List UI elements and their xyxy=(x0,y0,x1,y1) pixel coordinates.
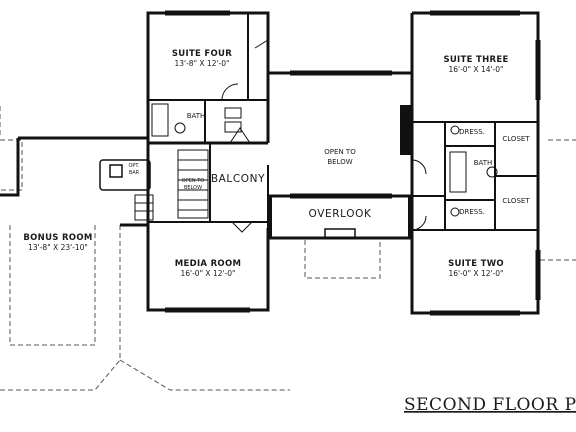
bonus-room-label: BONUS ROOM xyxy=(23,233,92,243)
open-to-below-line1: OPEN TO xyxy=(324,148,356,156)
roof-outline xyxy=(0,105,576,391)
suite-three-dims: 16'-0" X 14'-0" xyxy=(449,65,504,74)
overlook-label: OVERLOOK xyxy=(309,208,372,220)
closet-bottom-label: CLOSET xyxy=(502,197,530,205)
balcony-label: BALCONY xyxy=(211,173,265,185)
bar-counter xyxy=(99,159,151,191)
suite-three-label: SUITE THREE xyxy=(443,55,508,65)
windows xyxy=(165,10,541,316)
media-room-label: MEDIA ROOM xyxy=(175,259,241,269)
bonus-room-dims: 13'-8" X 23'-10" xyxy=(28,243,88,252)
suite-two-label: SUITE TWO xyxy=(448,259,504,269)
opt-bar-line2: BAR xyxy=(129,170,140,176)
doors xyxy=(221,39,427,233)
plan-title: SECOND FLOOR PLA xyxy=(404,395,576,415)
stair-open-line2: BELOW xyxy=(184,185,202,191)
bath-right-label: BATH xyxy=(474,159,493,167)
bath-suite-four-label: BATH xyxy=(187,112,206,120)
closet-top-label: CLOSET xyxy=(502,135,530,143)
media-room-dims: 16'-0" X 12'-0" xyxy=(181,269,236,278)
dress-top-label: DRESS. xyxy=(459,128,485,136)
dress-bottom-label: DRESS. xyxy=(459,208,485,216)
suite-four-label: SUITE FOUR xyxy=(172,49,232,59)
fireplace xyxy=(400,105,412,155)
suite-four-dims: 13'-8" X 12'-0" xyxy=(175,59,230,68)
railing xyxy=(268,196,412,239)
stair-open-line1: OPEN TO xyxy=(182,178,204,184)
staircase xyxy=(134,149,209,221)
suite-two-dims: 16'-0" X 12'-0" xyxy=(449,269,504,278)
bath-fixtures xyxy=(151,103,498,217)
opt-bar-line1: OPT. xyxy=(128,163,139,169)
open-to-below-line2: BELOW xyxy=(327,158,352,166)
